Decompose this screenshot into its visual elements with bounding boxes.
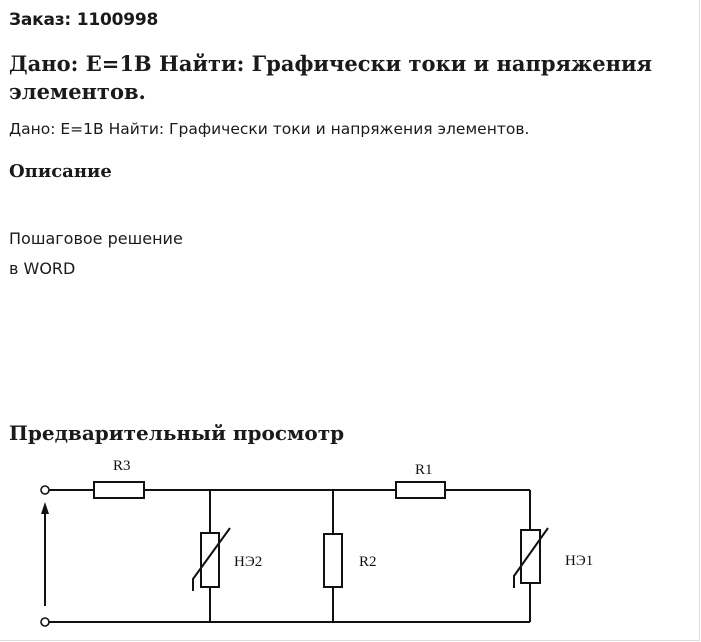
resistor-r1 xyxy=(395,481,446,499)
label-r1: R1 xyxy=(415,462,433,478)
order-number: Заказ: 1100998 xyxy=(9,10,159,30)
terminal-bottom xyxy=(40,617,50,627)
label-ne1: НЭ1 xyxy=(565,553,593,569)
source-arrow-head xyxy=(41,502,49,514)
label-r3: R3 xyxy=(113,458,131,474)
label-ne2: НЭ2 xyxy=(234,554,262,570)
nonlinear-marker-ne1 xyxy=(513,527,549,588)
terminal-top xyxy=(40,485,50,495)
circuit-diagram: R3 R1 R2 НЭ2 НЭ1 xyxy=(40,458,593,627)
label-r2: R2 xyxy=(359,554,377,570)
nonlinear-element-ne2 xyxy=(200,532,220,588)
description-body: Пошаговое решение в WORD xyxy=(9,224,183,284)
page-title: Дано: Е=1В Найти: Графически токи и напр… xyxy=(9,51,653,104)
nonlinear-element-ne1 xyxy=(520,529,541,584)
description-line: Пошаговое решение xyxy=(9,229,183,248)
description-line: в WORD xyxy=(9,259,76,278)
task-summary: Дано: Е=1В Найти: Графически токи и напр… xyxy=(9,120,530,138)
resistor-r2 xyxy=(323,533,343,588)
description-heading: Описание xyxy=(9,161,112,182)
nonlinear-marker-ne2 xyxy=(192,527,231,591)
preview-heading: Предварительный просмотр xyxy=(9,421,345,445)
resistor-r3 xyxy=(93,481,145,499)
